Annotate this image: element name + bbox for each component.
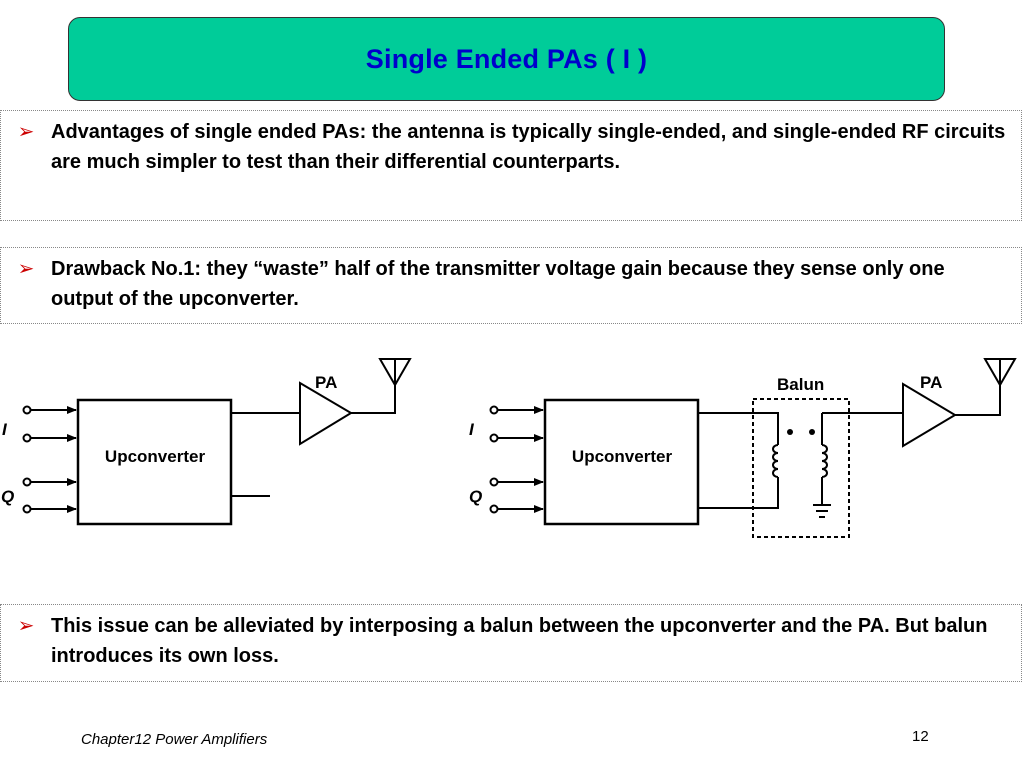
circuit-diagram: PA Upconverter I Q <box>1 358 1017 538</box>
balun-label: Balun <box>777 375 824 394</box>
bullet-arrow-icon: ➢ <box>17 258 35 280</box>
left-upconverter-block <box>76 398 233 526</box>
left-circuit <box>22 358 412 526</box>
balun-dashed-box <box>752 398 850 538</box>
slide-title: Single Ended PAs ( I ) <box>365 43 648 74</box>
left-i-label: I <box>2 420 8 439</box>
bullet-box-drawback: ➢ Drawback No.1: they “waste” half of th… <box>0 247 1022 324</box>
balun-dot-secondary <box>809 429 815 435</box>
right-circuit <box>489 358 1017 538</box>
left-input-terminals <box>22 405 77 514</box>
bullet-text-advantages: Advantages of single ended PAs: the ante… <box>51 121 1006 173</box>
bullet-arrow-icon: ➢ <box>17 615 35 637</box>
bullet-text-drawback: Drawback No.1: they “waste” half of the … <box>51 258 945 310</box>
bullet-box-balun: ➢ This issue can be alleviated by interp… <box>0 604 1022 682</box>
footer-chapter: Chapter12 Power Amplifiers <box>81 731 268 748</box>
balun-dot-primary <box>787 429 793 435</box>
right-pa-label: PA <box>920 373 942 392</box>
bullet-box-advantages: ➢ Advantages of single ended PAs: the an… <box>0 110 1022 221</box>
right-q-label: Q <box>469 487 482 506</box>
title-banner: Single Ended PAs ( I ) <box>68 17 945 101</box>
left-upconverter-label: Upconverter <box>105 447 206 466</box>
left-q-label: Q <box>1 487 14 506</box>
right-upconverter-label: Upconverter <box>572 447 673 466</box>
right-i-label: I <box>469 420 475 439</box>
balun-primary-coil <box>772 444 779 478</box>
ground-icon <box>813 504 831 518</box>
bullet-text-balun: This issue can be alleviated by interpos… <box>51 615 988 667</box>
left-pa-label: PA <box>315 373 337 392</box>
right-input-terminals <box>489 405 544 514</box>
balun-secondary-coil <box>821 444 828 478</box>
left-antenna-icon <box>378 358 412 388</box>
left-pa-triangle <box>299 381 353 446</box>
page-number: 12 <box>912 728 929 745</box>
right-antenna-icon <box>983 358 1017 388</box>
right-upconverter-block <box>543 398 700 526</box>
bullet-arrow-icon: ➢ <box>17 121 35 143</box>
right-pa-triangle <box>902 382 957 448</box>
